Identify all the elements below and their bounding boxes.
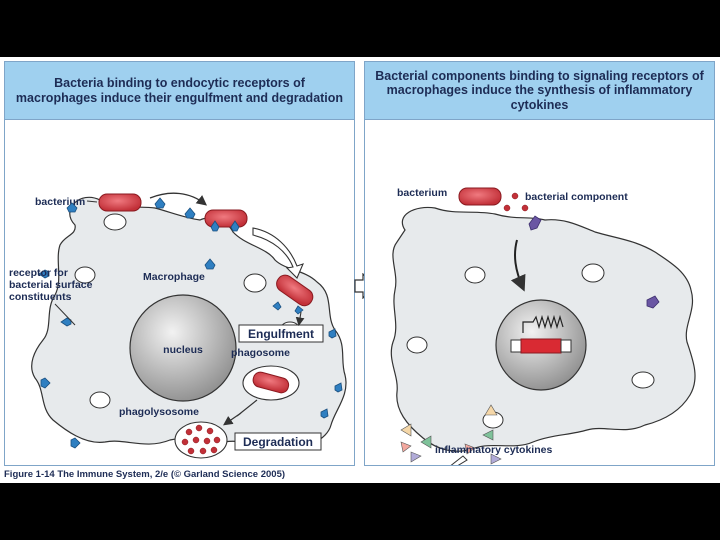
- engulfment-down-arrow: [295, 311, 305, 327]
- vacuole: [581, 263, 605, 283]
- phagolysosome-label: phagolysosome: [119, 406, 199, 418]
- cytokine-icon: [400, 423, 412, 437]
- figure-caption: Figure 1-14 The Immune System, 2/e (© Ga…: [4, 469, 286, 480]
- bacterial-fragment: [203, 437, 211, 445]
- bacterial-component: [511, 192, 519, 200]
- receptor-icon: [230, 220, 240, 232]
- receptor-label-line2: bacterial surface: [9, 279, 93, 291]
- receptor-pointer: [54, 303, 76, 326]
- receptor-label-line3: constituents: [9, 291, 72, 303]
- right-panel: Bacterial components binding to signalin…: [364, 61, 715, 466]
- receptor-icon: [70, 437, 81, 449]
- receptor-icon: [204, 258, 216, 270]
- gene-box-right: [560, 339, 572, 353]
- bacterium-label: bacterium: [35, 196, 85, 208]
- receptor-icon: [334, 382, 343, 393]
- bacterial-fragment: [213, 436, 221, 444]
- receptor-icon: [40, 377, 51, 389]
- receptor-icon: [272, 301, 282, 311]
- signaling-receptor-icon: [646, 295, 660, 309]
- bacterial-fragment: [206, 427, 214, 435]
- cytokine-icon: [464, 443, 476, 455]
- bacterial-fragment: [185, 428, 193, 436]
- degradation-label: Degradation: [243, 435, 313, 449]
- bacterium: [458, 187, 502, 206]
- cytokines-label: inflammatory cytokines: [435, 444, 552, 456]
- vacuole: [74, 266, 96, 284]
- cytokine-icon: [410, 451, 422, 463]
- bacterial-fragment: [181, 438, 189, 446]
- phagosome-bacterium: [252, 371, 290, 394]
- cytokine-icon: [420, 435, 432, 449]
- receptor-icon: [210, 220, 220, 232]
- bacterium-pointer: [86, 200, 98, 203]
- gene-box: [520, 338, 562, 354]
- signaling-receptor-icon: [528, 215, 542, 231]
- degradation-box: [234, 432, 322, 451]
- secretion-arrow: [450, 455, 468, 465]
- vacuole: [103, 213, 127, 231]
- receptor-icon: [154, 197, 166, 209]
- vacuole: [89, 391, 111, 409]
- transcript-squiggle: [522, 314, 564, 333]
- left-panel-header: Bacteria binding to endocytic receptors …: [5, 62, 354, 120]
- phagosome-label: phagosome: [231, 347, 290, 359]
- nucleus: [129, 294, 237, 402]
- receptor-icon: [184, 207, 196, 219]
- bacterial-fragment: [195, 424, 203, 432]
- vacuole: [631, 371, 655, 389]
- nucleus-label: nucleus: [163, 344, 203, 356]
- vacuole: [243, 273, 267, 293]
- receptor-icon: [294, 305, 304, 315]
- bacterial-component: [503, 204, 511, 212]
- right-diagram: bacterium bacterial component: [390, 187, 696, 465]
- receptor-label-line1: receptor for: [9, 267, 68, 279]
- cytokine-legend: inflammatory cytokines: [400, 423, 552, 463]
- macrophage-label: Macrophage: [143, 271, 205, 283]
- left-panel-title: Bacteria binding to endocytic receptors …: [15, 76, 344, 105]
- bacterial-fragment: [210, 446, 218, 454]
- binding-arrow: [149, 192, 208, 206]
- gene-box-left: [510, 339, 522, 353]
- left-panel: Bacteria binding to endocytic receptors …: [4, 61, 355, 466]
- bound-bacterium: [204, 209, 248, 228]
- engulfment-label: Engulfment: [248, 327, 314, 341]
- cytokine-icon: [482, 429, 494, 441]
- figure: Bacteria binding to endocytic receptors …: [0, 57, 720, 483]
- cytokine-icon: [490, 453, 502, 465]
- bacterial-fragment: [192, 436, 200, 444]
- vacuole: [406, 336, 428, 354]
- bacterial-fragment: [199, 447, 207, 455]
- bacterium: [98, 193, 142, 212]
- vacuole: [464, 266, 486, 284]
- cytokine-icon: [400, 441, 412, 453]
- engulfment-box: [238, 324, 324, 343]
- degradation-arrow: [223, 399, 258, 426]
- bacterial-component-label: bacterial component: [525, 191, 628, 203]
- right-panel-header: Bacterial components binding to signalin…: [365, 62, 714, 120]
- engulfing-bacterium: [276, 274, 314, 307]
- receptor-icon: [320, 408, 329, 419]
- right-panel-title: Bacterial components binding to signalin…: [375, 68, 704, 112]
- bacterial-component: [521, 204, 529, 212]
- receptor-icon: [38, 269, 50, 279]
- cytokine-icon: [484, 404, 498, 416]
- signal-arrow: [510, 239, 526, 292]
- left-diagram: nucleus bacterium: [9, 192, 347, 459]
- bacterium-label: bacterium: [397, 187, 447, 199]
- engulfment-arrow: [252, 227, 304, 279]
- bacterial-fragment: [187, 447, 195, 455]
- receptor-icon: [66, 202, 78, 213]
- receptor-icon: [328, 328, 337, 339]
